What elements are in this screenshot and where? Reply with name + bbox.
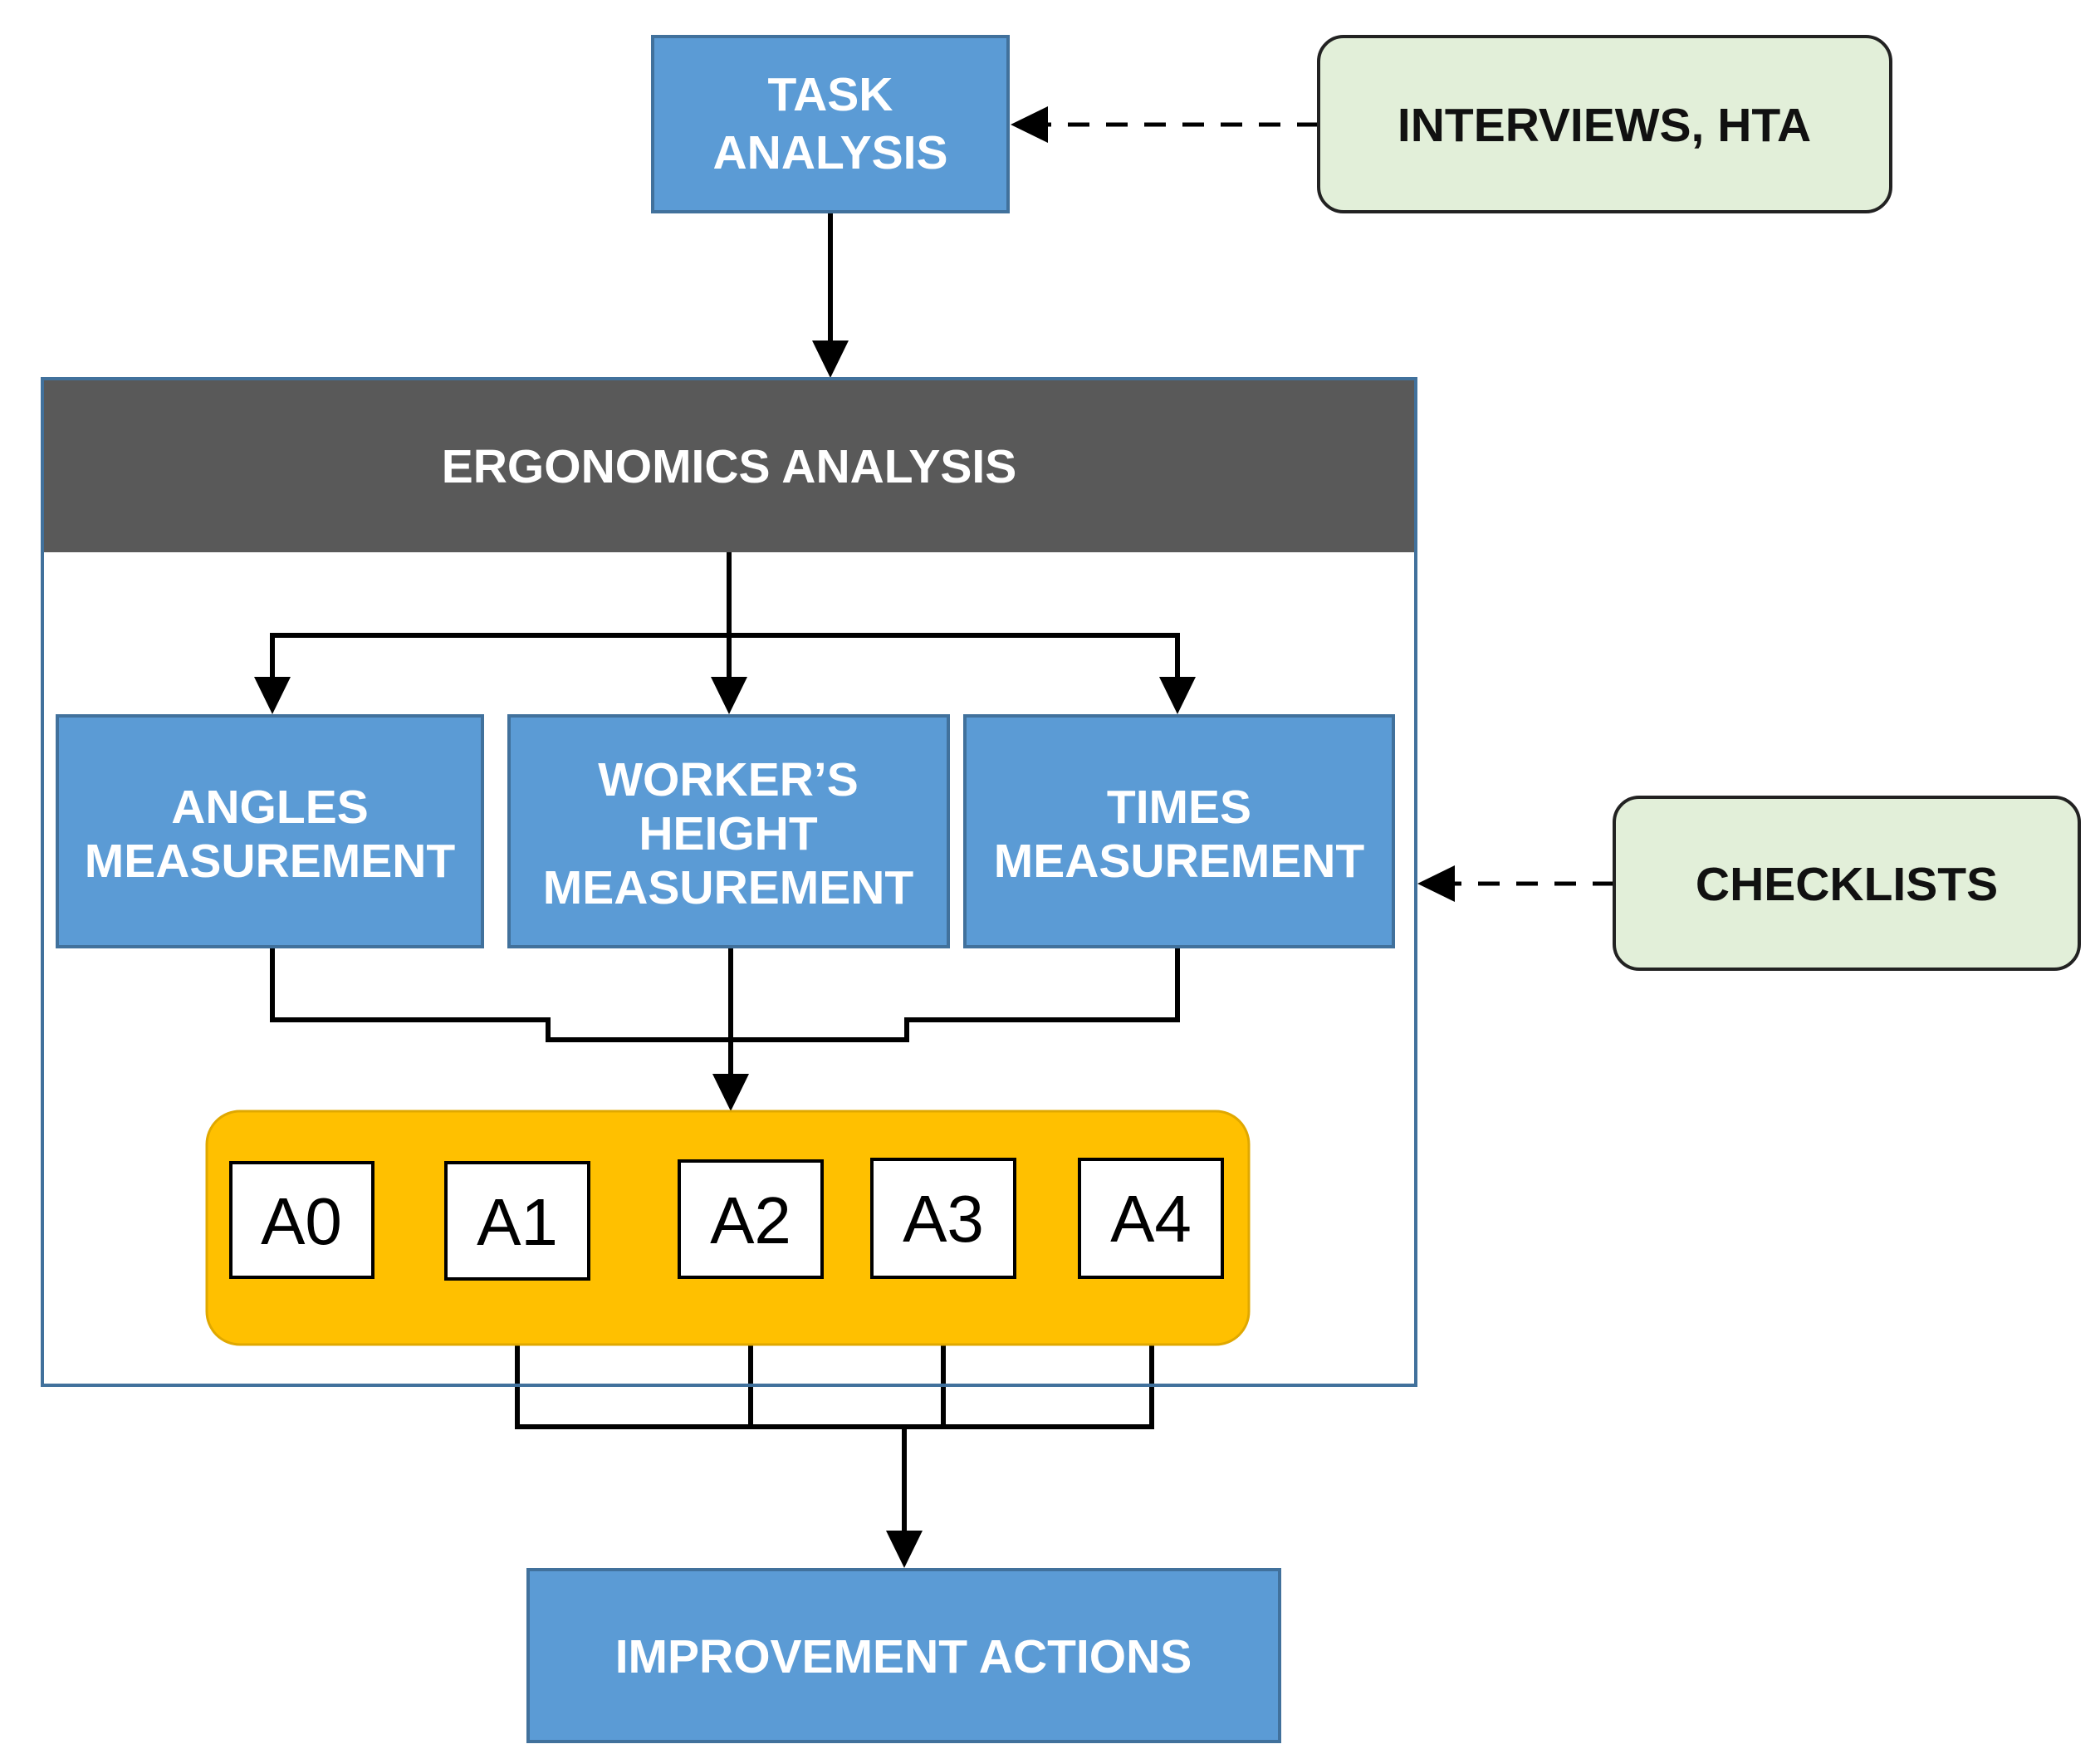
level-a4-label: A4 bbox=[1110, 1182, 1192, 1256]
times-measurement-box: TIMES MEASUREMENT bbox=[963, 714, 1395, 948]
ergonomics-header-bar bbox=[44, 380, 1414, 552]
angles-line-2: MEASUREMENT bbox=[85, 835, 456, 888]
level-a1-label: A1 bbox=[477, 1185, 558, 1259]
arrowhead-angles bbox=[254, 677, 291, 714]
arrowhead-times bbox=[1159, 677, 1196, 714]
arrowhead-ergonomics bbox=[812, 340, 849, 378]
level-a3-label: A3 bbox=[903, 1182, 984, 1256]
connector-angles-to-levels bbox=[270, 947, 731, 1042]
level-a2: A2 bbox=[678, 1159, 824, 1279]
level-a4: A4 bbox=[1078, 1158, 1224, 1279]
arrowhead-improvement bbox=[886, 1531, 923, 1568]
times-line-2: MEASUREMENT bbox=[994, 835, 1365, 888]
checklists-label: CHECKLISTS bbox=[1696, 858, 1998, 911]
improvement-actions-box: IMPROVEMENT ACTIONS bbox=[526, 1568, 1281, 1743]
times-line-1: TIMES bbox=[1107, 781, 1251, 834]
task-analysis-box: TASK ANALYSIS bbox=[651, 35, 1010, 213]
level-a0-label: A0 bbox=[261, 1184, 342, 1258]
level-a2-label: A2 bbox=[710, 1183, 791, 1257]
level-a3: A3 bbox=[870, 1158, 1016, 1279]
task-analysis-line-2: ANALYSIS bbox=[713, 126, 948, 179]
arrowhead-height bbox=[711, 677, 747, 714]
ergonomics-analysis-title: ERGONOMICS ANALYSIS bbox=[442, 440, 1017, 493]
angles-line-1: ANGLES bbox=[171, 781, 369, 834]
interviews-hta-box: INTERVIEWS, HTA bbox=[1317, 35, 1892, 213]
level-a0: A0 bbox=[229, 1161, 374, 1279]
arrowhead-ergonomics-input bbox=[1417, 865, 1455, 902]
angles-measurement-box: ANGLES MEASUREMENT bbox=[56, 714, 484, 948]
connector-levels-to-improvement bbox=[515, 1279, 1154, 1429]
level-a1: A1 bbox=[444, 1161, 590, 1281]
connector-times-to-levels bbox=[731, 947, 1180, 1042]
interviews-hta-label: INTERVIEWS, HTA bbox=[1398, 99, 1811, 152]
height-line-2: HEIGHT bbox=[639, 807, 818, 860]
arrowhead-levels bbox=[712, 1074, 749, 1111]
improvement-actions-label: IMPROVEMENT ACTIONS bbox=[615, 1630, 1192, 1683]
task-analysis-line-1: TASK bbox=[768, 68, 893, 121]
arrowhead-task-input bbox=[1011, 106, 1048, 143]
height-line-1: WORKER’S bbox=[598, 753, 859, 806]
checklists-box: CHECKLISTS bbox=[1613, 796, 2081, 971]
height-measurement-box: WORKER’S HEIGHT MEASUREMENT bbox=[507, 714, 950, 948]
action-levels-panel: A0 A1 A2 A3 A4 bbox=[205, 1110, 1251, 1346]
height-line-3: MEASUREMENT bbox=[543, 861, 914, 914]
ergonomics-analysis-container: ERGONOMICS ANALYSIS bbox=[41, 377, 1417, 1387]
connector-measurement-branches bbox=[270, 633, 1180, 677]
connectors bbox=[254, 106, 1614, 1568]
